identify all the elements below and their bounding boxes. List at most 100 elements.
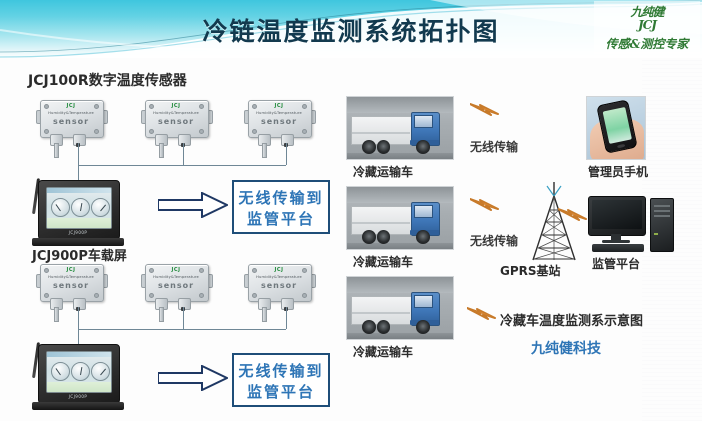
sensor-subtitle-label: Humidity&Temperature: [153, 275, 199, 279]
ground-strip: [347, 243, 453, 249]
monitoring-platform-caption: 监管平台: [592, 257, 641, 271]
sensor-screw: [94, 293, 99, 298]
gprs-tower-caption: GPRS基站: [500, 264, 561, 278]
diagram-caption: 冷藏车温度监测系示意图: [500, 314, 644, 329]
truck-wheel: [376, 140, 391, 155]
sensor-device-2[interactable]: JCJ Humidity&Temperature sensor: [141, 98, 215, 158]
pc-drive-bay: [654, 210, 670, 212]
truck-wheel: [376, 320, 391, 335]
sensor-group-title-top: JCJ100R数字温度传感器: [28, 73, 187, 89]
sensor-screw: [94, 104, 99, 109]
truck-wheel: [361, 230, 376, 245]
vehicle-screen-stand: [32, 402, 124, 410]
gauge-1: [51, 198, 70, 217]
sensor-body: [145, 264, 209, 302]
truck-wheel: [415, 140, 430, 155]
display-titlebar: [47, 188, 111, 193]
sensor-screw: [149, 293, 154, 298]
sensor-subtitle-label: Humidity&Temperature: [48, 275, 94, 279]
monitor-screen: [592, 200, 642, 229]
lightning-bolt-icon-1: [470, 103, 499, 116]
display-footer-strip: [47, 382, 111, 392]
sensor-screw: [302, 268, 307, 273]
vehicle-screen-device-bottom[interactable]: JCJ900P: [30, 342, 126, 418]
sensor-screw: [44, 129, 49, 134]
sensor-brand-label: JCJ: [171, 267, 181, 273]
vehicle-screen-label-top: JCJ900P车载屏: [32, 249, 127, 264]
refrigerated-truck-illustration: [347, 187, 453, 249]
sensor-screw: [199, 293, 204, 298]
logo-line-2: JCJ: [638, 18, 657, 32]
gauge-3: [91, 198, 110, 217]
gauge-1: [51, 362, 70, 381]
admin-phone-caption: 管理员手机: [588, 165, 649, 179]
sensor-subtitle-label: Humidity&Temperature: [256, 111, 302, 115]
sensor-screw: [44, 293, 49, 298]
truck-cargo-trim: [352, 221, 410, 224]
lightning-bolt-icon-3: [558, 208, 587, 221]
truck-cargo-trim: [352, 131, 410, 134]
sensor-probe: [54, 307, 59, 322]
warehouse-background: [347, 277, 453, 294]
sensor-type-label: sensor: [157, 117, 195, 126]
lightning-bolt-icon-4: [467, 307, 496, 320]
callout-line-2: 监管平台: [246, 210, 315, 228]
gauge-needle: [100, 204, 107, 212]
sensor-device-1[interactable]: JCJ Humidity&Temperature sensor: [36, 98, 110, 158]
callout-line-1: 无线传输到: [238, 189, 324, 207]
truck-photo-2: [346, 186, 454, 250]
gprs-tower: [527, 182, 581, 262]
callout-box-bottom[interactable]: 无线传输到 监管平台: [232, 353, 330, 407]
monitor: [588, 196, 646, 236]
truck-wheel: [415, 320, 430, 335]
callout-box-top[interactable]: 无线传输到 监管平台: [232, 180, 330, 234]
sensor-body: [40, 100, 104, 138]
sensor-brand-label: JCJ: [66, 267, 76, 273]
sensor-screw: [149, 104, 154, 109]
truck-window: [413, 114, 433, 128]
ground-strip: [347, 153, 453, 159]
vehicle-screen-brandmark: JCJ900P: [68, 394, 88, 399]
gauge-needle: [55, 204, 61, 212]
truck-caption-1: 冷藏运输车: [353, 165, 414, 179]
logo-line-3: 传感&测控专家: [605, 37, 689, 51]
sensor-wire-bus-2: [183, 165, 286, 166]
sensor-type-label: sensor: [157, 281, 195, 290]
tower-structure-icon: [532, 182, 576, 261]
smartphone-home-button: [617, 143, 626, 149]
sensor-wire-drop-5: [183, 307, 184, 329]
sensor-device-3[interactable]: JCJ Humidity&Temperature sensor: [244, 98, 318, 158]
refrigerated-truck-illustration: [347, 277, 453, 339]
sensor-brand-label: JCJ: [171, 103, 181, 109]
sensor-screw: [94, 268, 99, 273]
truck-window: [413, 204, 433, 218]
sensor-device-4[interactable]: JCJ Humidity&Temperature sensor: [36, 262, 110, 322]
callout-line-1: 无线传输到: [238, 362, 324, 380]
warehouse-background: [347, 187, 453, 204]
sensor-body: [40, 264, 104, 302]
display-titlebar: [47, 352, 111, 357]
sensor-screw: [44, 104, 49, 109]
vehicle-screen-device-top[interactable]: JCJ900P: [30, 178, 126, 254]
sensor-body: [248, 264, 312, 302]
vehicle-screen-display[interactable]: [46, 351, 112, 393]
sensor-device-5[interactable]: JCJ Humidity&Temperature sensor: [141, 262, 215, 322]
truck-wheel: [361, 320, 376, 335]
sensor-screw: [252, 104, 257, 109]
company-logo: 九纯健 JCJ 传感&测控专家: [594, 1, 700, 54]
sensor-wire-bus-4: [183, 329, 286, 330]
sensor-brand-label: JCJ: [66, 103, 76, 109]
wireless-label-2: 无线传输: [470, 234, 519, 248]
sensor-brand-label: JCJ: [274, 103, 284, 109]
sensor-subtitle-label: Humidity&Temperature: [48, 111, 94, 115]
sensor-screw: [199, 268, 204, 273]
gauge-needle: [80, 367, 83, 376]
vehicle-screen-display[interactable]: [46, 187, 112, 229]
gauge-3: [91, 362, 110, 381]
sensor-device-6[interactable]: JCJ Humidity&Temperature sensor: [244, 262, 318, 322]
monitor-stand-base: [602, 240, 630, 243]
sensor-screw: [252, 268, 257, 273]
arrow-right-icon-bottom: [158, 365, 228, 391]
monitor-stand-neck: [611, 234, 621, 240]
